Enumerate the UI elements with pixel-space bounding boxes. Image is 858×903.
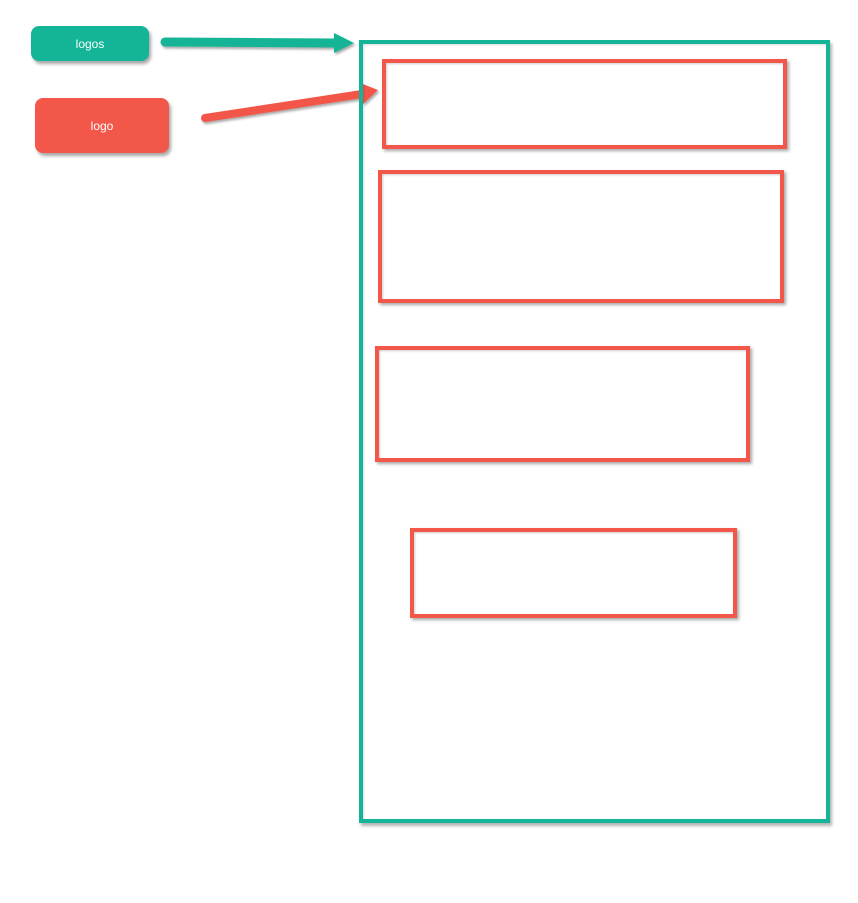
logo-label: logo [35,98,169,153]
logo-item-2 [378,170,784,303]
logos-label: logos [31,26,149,61]
logo-item-1 [382,59,787,149]
arrow-logos-to-container [160,33,354,53]
logo-item-4 [410,528,737,618]
arrow-logo-to-item [201,83,378,122]
logo-item-3 [375,346,750,462]
logos-container [359,40,830,823]
